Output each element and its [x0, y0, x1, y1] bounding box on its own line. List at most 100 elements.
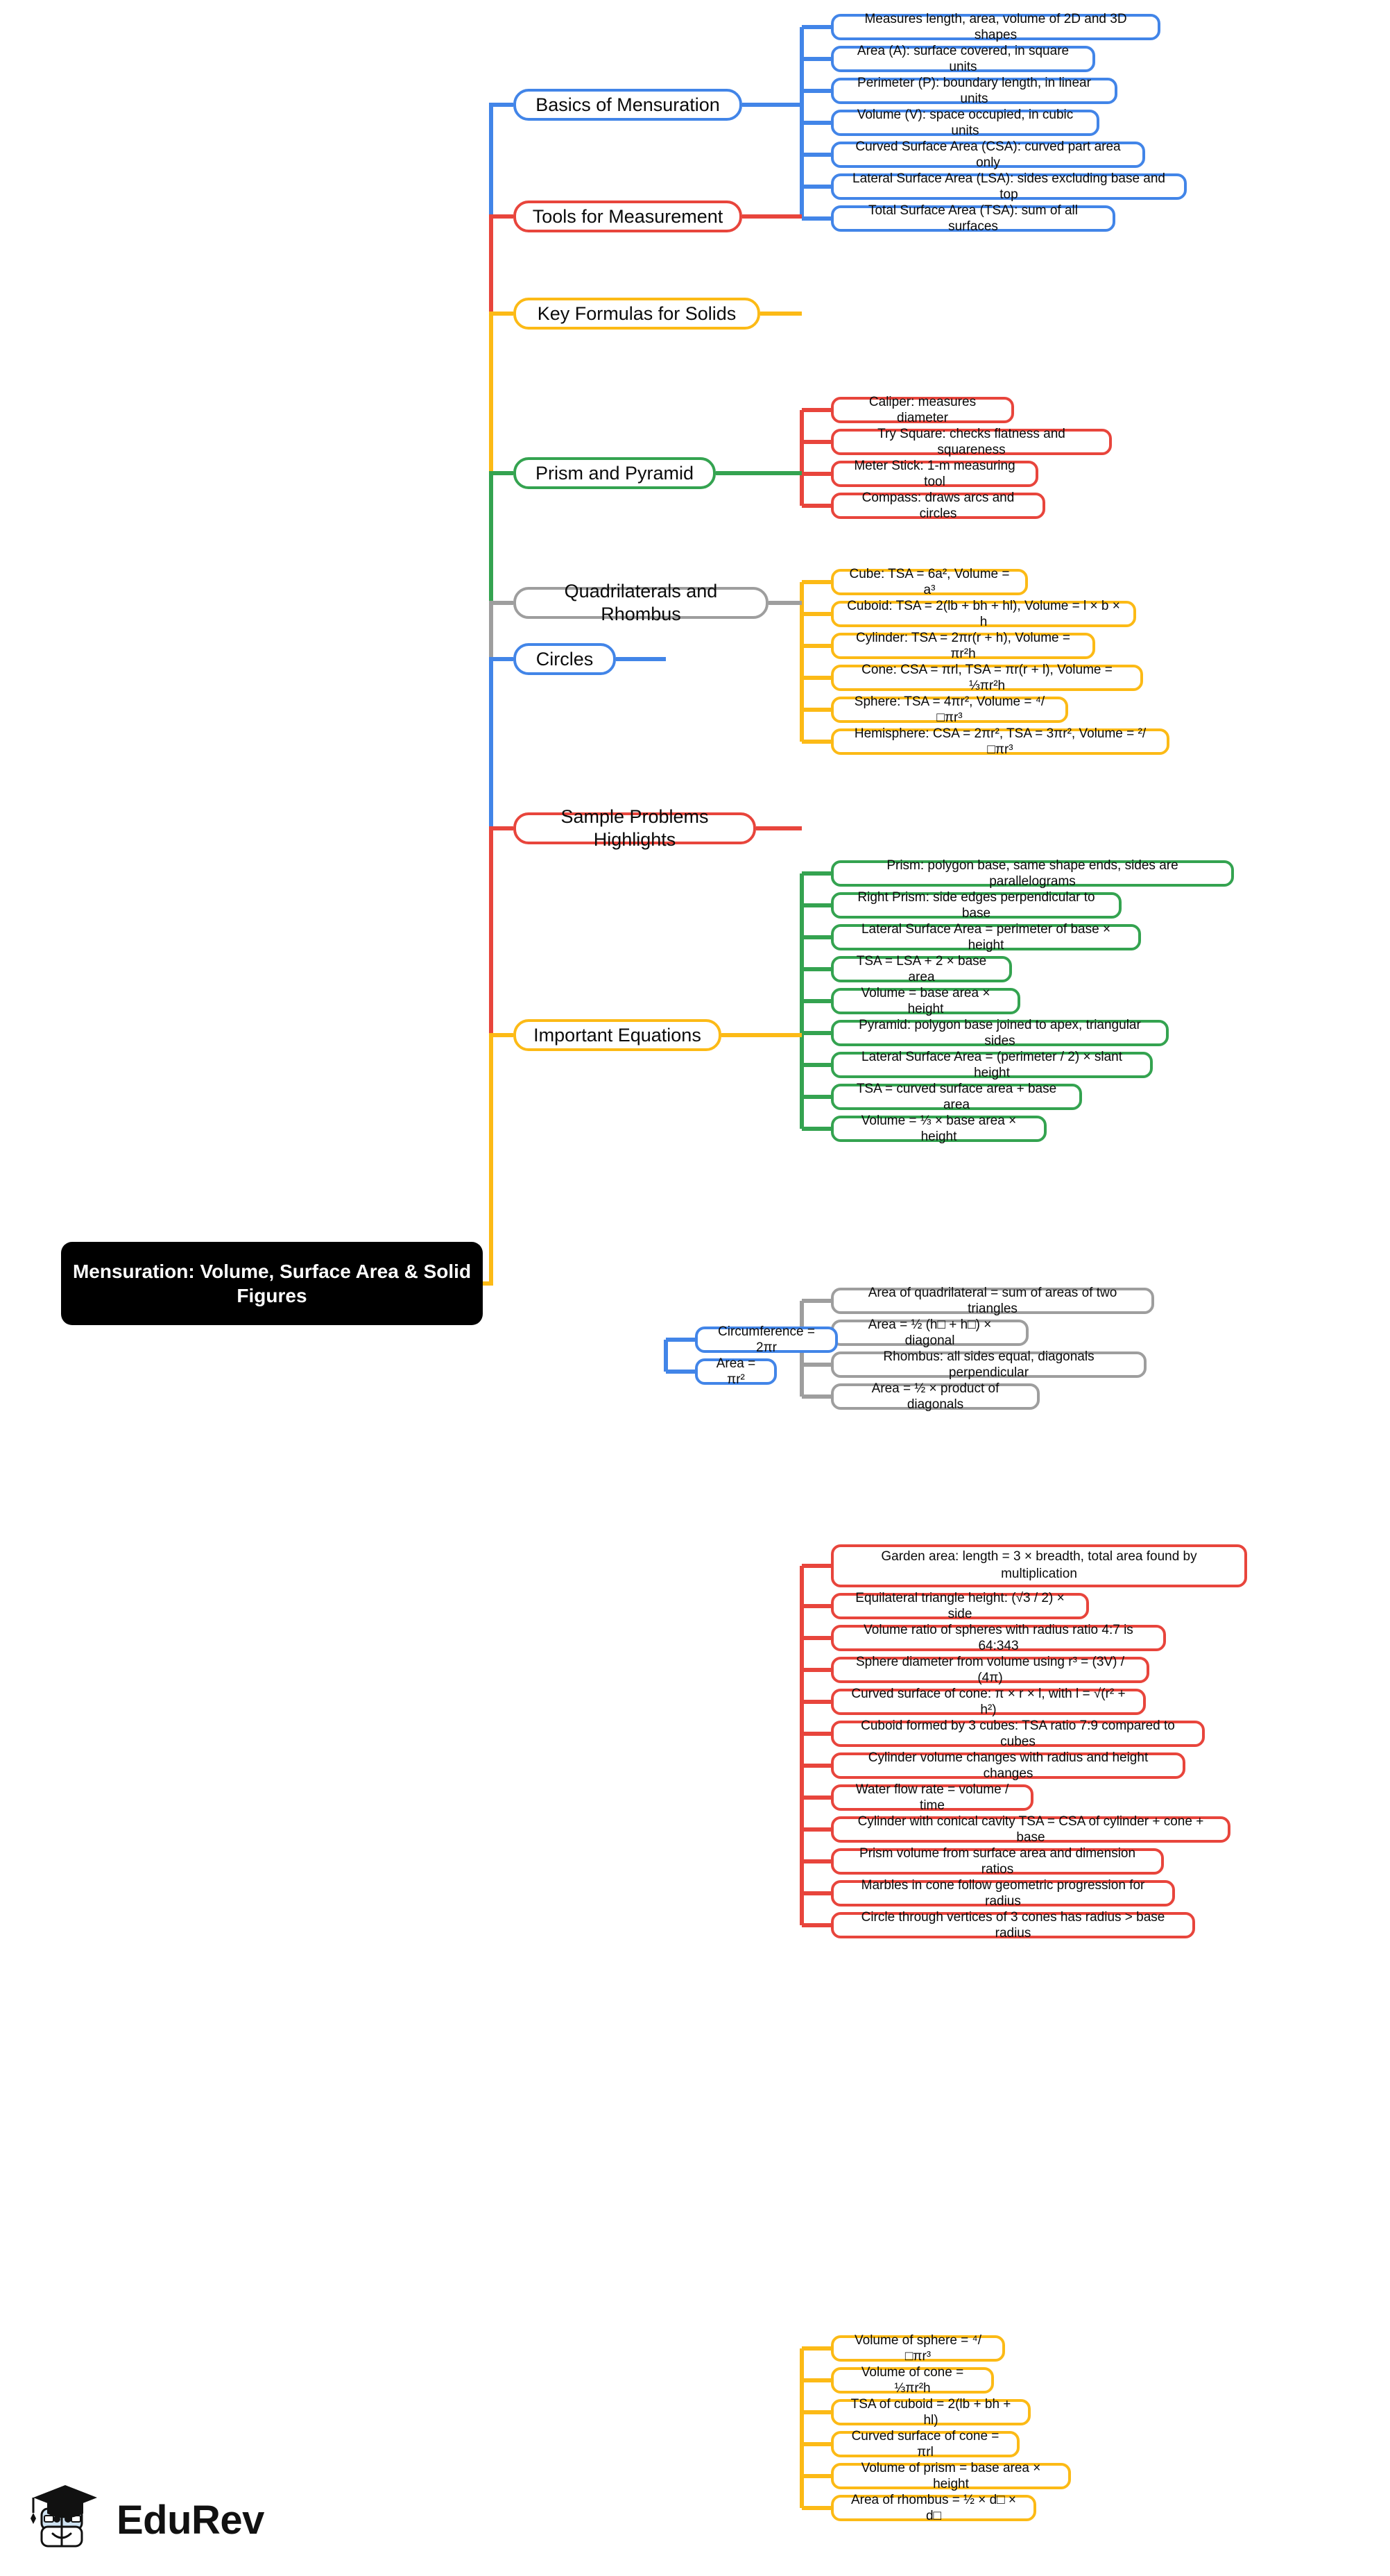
leaf-node-label: Perimeter (P): boundary length, in linea… [857, 75, 1091, 106]
edurev-logo: EduRev [29, 2478, 293, 2561]
leaf-node[interactable]: Water flow rate = volume / time [831, 1782, 1033, 1813]
topic-node-formulas[interactable]: Key Formulas for Solids [513, 298, 760, 330]
topic-node-tools[interactable]: Tools for Measurement [513, 201, 742, 232]
leaf-node[interactable]: Measures length, area, volume of 2D and … [831, 12, 1160, 42]
leaf-node-label: Prism volume from surface area and dimen… [859, 1845, 1136, 1877]
leaf-node[interactable]: Volume (V): space occupied, in cubic uni… [831, 108, 1099, 138]
topic-node-label: Prism and Pyramid [535, 462, 694, 484]
leaf-node[interactable]: Lateral Surface Area = (perimeter / 2) ×… [831, 1049, 1153, 1080]
topic-node-circles[interactable]: Circles [513, 643, 616, 675]
leaf-node-label: Volume of prism = base area × height [861, 2460, 1041, 2491]
leaf-node[interactable]: Lateral Surface Area (LSA): sides exclud… [831, 171, 1187, 202]
leaf-node[interactable]: Area = ½ (h□ + h□) × diagonal [831, 1317, 1029, 1348]
leaf-node[interactable]: Area = ½ × product of diagonals [831, 1381, 1040, 1412]
leaf-node-label: Circle through vertices of 3 cones has r… [861, 1909, 1165, 1940]
leaf-node-label: Garden area: length = 3 × breadth, total… [881, 1549, 1197, 1581]
leaf-node[interactable]: Rhombus: all sides equal, diagonals perp… [831, 1349, 1147, 1380]
leaf-node[interactable]: Volume of prism = base area × height [831, 2460, 1071, 2491]
topic-node-prism[interactable]: Prism and Pyramid [513, 457, 716, 489]
leaf-node-label: Cuboid formed by 3 cubes: TSA ratio 7:9 … [861, 1718, 1175, 1749]
leaf-node[interactable]: Curved Surface Area (CSA): curved part a… [831, 139, 1145, 170]
topic-node-basics[interactable]: Basics of Mensuration [513, 89, 742, 121]
topic-node-label: Sample Problems Highlights [560, 806, 709, 850]
leaf-node-label: Area (A): surface covered, in square uni… [857, 43, 1070, 74]
topic-node-label: Important Equations [533, 1024, 701, 1046]
leaf-node[interactable]: Cone: CSA = πrl, TSA = πr(r + l), Volume… [831, 662, 1143, 693]
leaf-node-label: Rhombus: all sides equal, diagonals perp… [883, 1349, 1095, 1380]
leaf-node-label: TSA = LSA + 2 × base area [856, 953, 987, 984]
leaf-node[interactable]: Curved surface of cone = πrl [831, 2428, 1020, 2459]
leaf-node-label: Curved surface of cone: π × r × l, with … [851, 1686, 1126, 1717]
leaf-node-label: Lateral Surface Area = perimeter of base… [861, 921, 1111, 953]
leaf-node[interactable]: Volume of sphere = ⁴/□πr³ [831, 2332, 1005, 2364]
leaf-node[interactable]: Equilateral triangle height: (√3 / 2) × … [831, 1591, 1089, 1621]
leaf-node[interactable]: Area = πr² [695, 1356, 777, 1387]
leaf-node[interactable]: Total Surface Area (TSA): sum of all sur… [831, 203, 1115, 234]
leaf-node[interactable]: Marbles in cone follow geometric progres… [831, 1877, 1175, 1909]
leaf-node[interactable]: Try Square: checks flatness and squarene… [831, 426, 1112, 457]
leaf-node-label: Cube: TSA = 6a², Volume = a³ [849, 566, 1010, 597]
leaf-node[interactable]: Volume = base area × height [831, 985, 1020, 1016]
leaf-node[interactable]: Compass: draws arcs and circles [831, 491, 1045, 521]
leaf-node-label: Prism: polygon base, same shape ends, si… [886, 858, 1178, 889]
leaf-node[interactable]: Area of rhombus = ½ × d□ × d□ [831, 2493, 1036, 2523]
leaf-node[interactable]: Perimeter (P): boundary length, in linea… [831, 75, 1117, 106]
leaf-node-label: Caliper: measures diameter [868, 394, 977, 425]
leaf-node[interactable]: Caliper: measures diameter [831, 394, 1014, 425]
leaf-node[interactable]: TSA = LSA + 2 × base area [831, 953, 1012, 984]
leaf-node[interactable]: Prism volume from surface area and dimen… [831, 1845, 1164, 1877]
leaf-node-label: Volume = base area × height [861, 985, 990, 1016]
leaf-node-label: Curved surface of cone = πrl [851, 2428, 999, 2459]
leaf-node[interactable]: Curved surface of cone: π × r × l, with … [831, 1686, 1146, 1717]
leaf-node[interactable]: Right Prism: side edges perpendicular to… [831, 890, 1122, 921]
leaf-node-label: Volume of sphere = ⁴/□πr³ [855, 2332, 981, 2364]
leaf-node[interactable]: Cuboid formed by 3 cubes: TSA ratio 7:9 … [831, 1718, 1205, 1749]
leaf-node[interactable]: Meter Stick: 1-m measuring tool [831, 459, 1038, 489]
topic-node-label: Quadrilaterals and Rhombus [564, 581, 718, 624]
root-node[interactable]: Mensuration: Volume, Surface Area & Soli… [61, 1242, 483, 1325]
leaf-node[interactable]: Cylinder with conical cavity TSA = CSA o… [831, 1814, 1230, 1845]
leaf-node[interactable]: TSA = curved surface area + base area [831, 1081, 1082, 1112]
root-node-label: Mensuration: Volume, Surface Area & Soli… [72, 1261, 472, 1306]
leaf-node[interactable]: Prism: polygon base, same shape ends, si… [831, 858, 1234, 889]
leaf-node[interactable]: Hemisphere: CSA = 2πr², TSA = 3πr², Volu… [831, 726, 1169, 757]
leaf-node-label: Water flow rate = volume / time [855, 1782, 1009, 1813]
leaf-node-label: Curved Surface Area (CSA): curved part a… [855, 139, 1121, 170]
leaf-node-label: Marbles in cone follow geometric progres… [861, 1877, 1145, 1909]
leaf-node[interactable]: Cylinder volume changes with radius and … [831, 1750, 1185, 1781]
leaf-node-label: Area = ½ (h□ + h□) × diagonal [868, 1317, 992, 1348]
leaf-node-label: Try Square: checks flatness and squarene… [877, 426, 1065, 457]
leaf-node[interactable]: TSA of cuboid = 2(lb + bh + hl) [831, 2397, 1031, 2428]
topic-node-label: Circles [535, 648, 594, 669]
leaf-node[interactable]: Circumference = 2πr [695, 1324, 838, 1355]
topic-node-label: Tools for Measurement [532, 205, 723, 227]
topic-node-quad[interactable]: Quadrilaterals and Rhombus [513, 581, 769, 624]
graduation-cap-book-mascot-icon [29, 2482, 107, 2557]
leaf-node-label: Cone: CSA = πrl, TSA = πr(r + l), Volume… [861, 662, 1113, 693]
leaf-node[interactable]: Garden area: length = 3 × breadth, total… [831, 1544, 1247, 1587]
leaf-node[interactable]: Cylinder: TSA = 2πr(r + h), Volume = πr²… [831, 631, 1095, 661]
leaf-node[interactable]: Circle through vertices of 3 cones has r… [831, 1909, 1195, 1940]
topic-node-equations[interactable]: Important Equations [513, 1019, 721, 1051]
leaf-node-label: Volume ratio of spheres with radius rati… [864, 1622, 1133, 1653]
leaf-node[interactable]: Area of quadrilateral = sum of areas of … [831, 1286, 1154, 1316]
leaf-node-label: Volume = ⅓ × base area × height [861, 1113, 1017, 1144]
leaf-node-label: Lateral Surface Area = (perimeter / 2) ×… [861, 1049, 1122, 1080]
leaf-node-label: TSA = curved surface area + base area [856, 1081, 1057, 1112]
topic-node-samples[interactable]: Sample Problems Highlights [513, 806, 756, 850]
leaf-node[interactable]: Sphere: TSA = 4πr², Volume = ⁴/□πr³ [831, 694, 1068, 725]
leaf-node[interactable]: Pyramid: polygon base joined to apex, tr… [831, 1018, 1169, 1048]
leaf-node[interactable]: Volume ratio of spheres with radius rati… [831, 1622, 1166, 1653]
leaf-node-label: Sphere: TSA = 4πr², Volume = ⁴/□πr³ [854, 694, 1045, 725]
leaf-node[interactable]: Cuboid: TSA = 2(lb + bh + hl), Volume = … [831, 599, 1136, 629]
leaf-node-label: Area = πr² [716, 1356, 756, 1387]
leaf-node[interactable]: Cube: TSA = 6a², Volume = a³ [831, 566, 1028, 597]
leaf-node[interactable]: Area (A): surface covered, in square uni… [831, 43, 1095, 74]
leaf-node-label: Total Surface Area (TSA): sum of all sur… [868, 203, 1078, 234]
leaf-node[interactable]: Sphere diameter from volume using r³ = (… [831, 1655, 1149, 1685]
topic-node-label: Key Formulas for Solids [537, 302, 737, 324]
leaf-node[interactable]: Volume of cone = ⅓πr²h [831, 2365, 994, 2396]
leaf-node[interactable]: Lateral Surface Area = perimeter of base… [831, 921, 1141, 953]
leaf-node[interactable]: Volume = ⅓ × base area × height [831, 1113, 1047, 1144]
edurev-wordmark: EduRev [117, 2497, 264, 2543]
